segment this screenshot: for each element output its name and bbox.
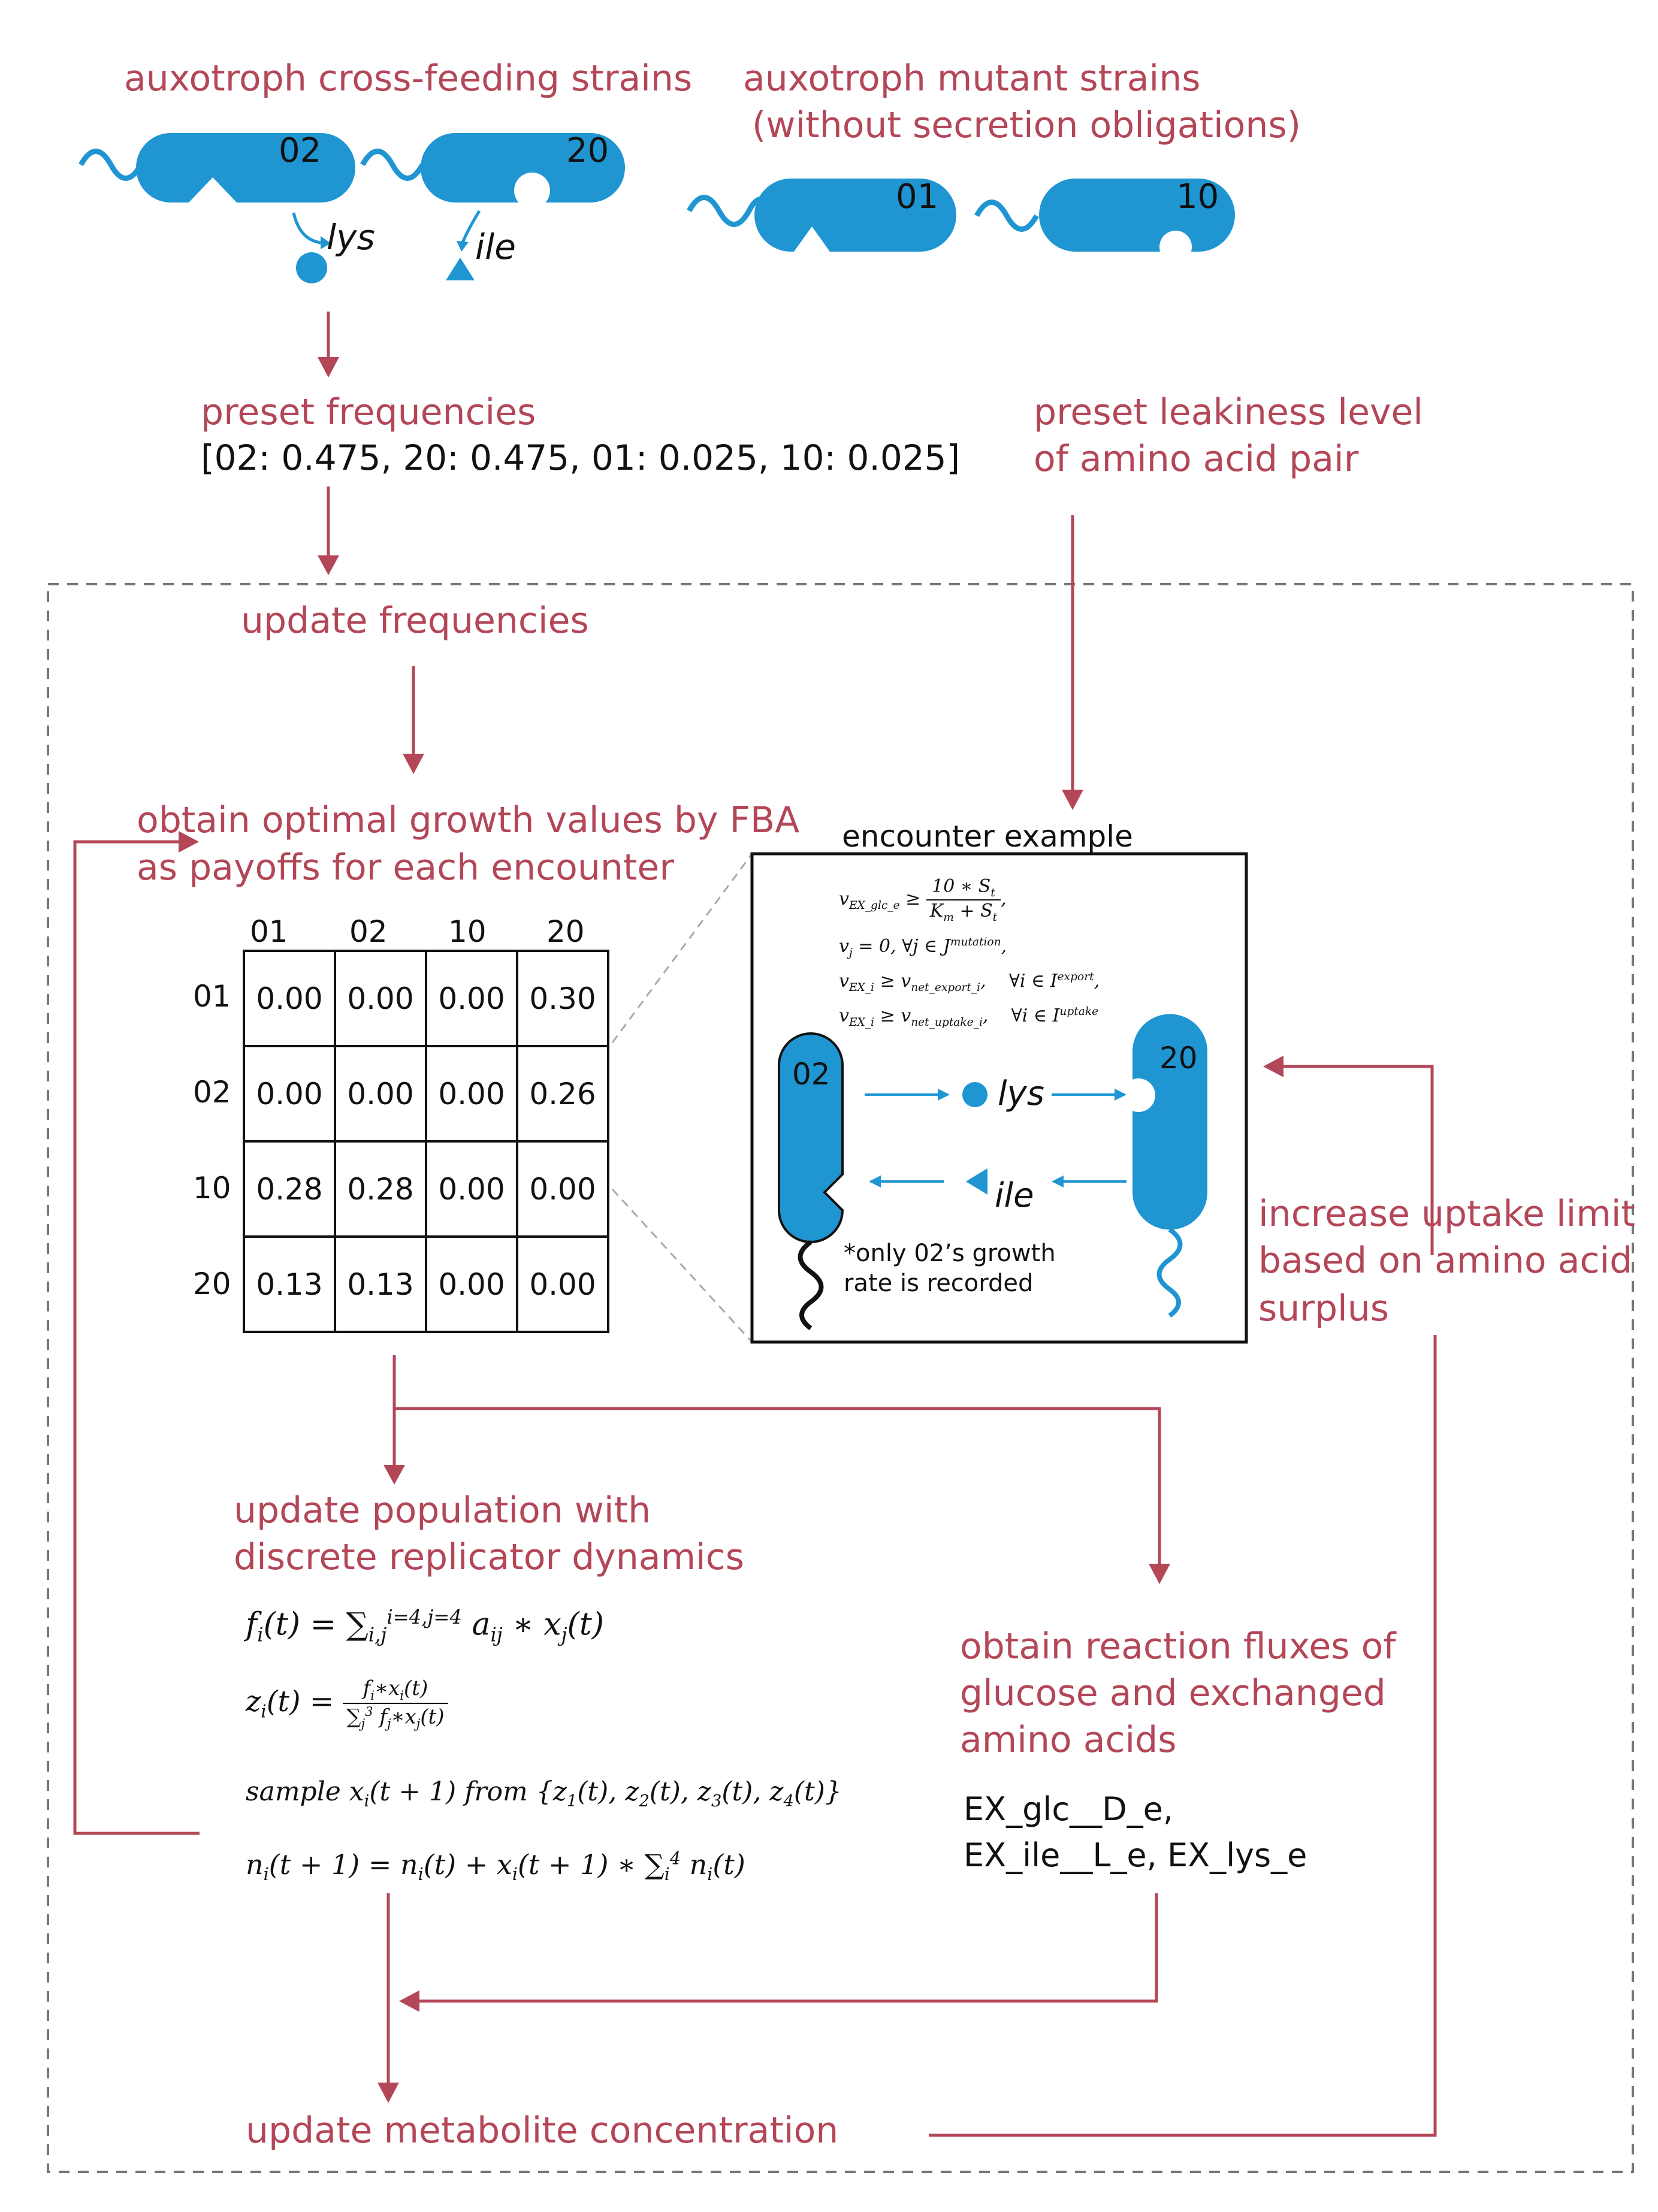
encounter-cell-02 <box>778 1032 844 1331</box>
encounter-constraint-export: vEX_i ≥ vnet_export_i, ∀i ∈ Iexport, <box>839 971 1100 994</box>
fluxes-line2: glucose and exchanged <box>960 1672 1386 1714</box>
payoff-cell: 0.00 <box>516 1235 609 1333</box>
cell-10-top <box>974 179 1235 263</box>
ile-secretion-arrow <box>461 210 481 243</box>
mutant-title-line1: auxotroph mutant strains <box>743 58 1201 99</box>
payoff-cell: 0.00 <box>334 950 427 1047</box>
fba-line2: as payoffs for each encounter <box>137 847 674 889</box>
replicator-line1: update population with <box>234 1489 651 1531</box>
encounter-constraint-uptake: vEX_i ≥ vnet_uptake_i, ∀i ∈ Iuptake <box>839 1005 1099 1029</box>
payoff-cell: 0.30 <box>516 950 609 1047</box>
replicator-eq-fitness: fi(t) = ∑i,ji=4,j=4 aij ∗ xj(t) <box>246 1606 605 1646</box>
replicator-eq-population: ni(t + 1) = ni(t) + xi(t + 1) ∗ ∑i4 ni(t… <box>246 1848 745 1885</box>
encounter-box <box>750 852 1248 1344</box>
replicator-eq-sample: sample xi(t + 1) from {z1(t), z2(t), z3(… <box>246 1776 842 1811</box>
payoff-row: 0.28 0.28 0.00 0.00 <box>243 1140 609 1238</box>
payoff-cell: 0.00 <box>425 1045 518 1143</box>
reaction-ids-line1: EX_glc__D_e, <box>964 1790 1174 1828</box>
strain-20-label: 20 <box>566 131 609 170</box>
lys-molecule-top <box>296 252 327 283</box>
payoff-row: 0.13 0.13 0.00 0.00 <box>243 1235 609 1333</box>
lys-label-top: lys <box>327 217 375 258</box>
lys-secretion-arrow <box>292 212 321 244</box>
ile-label-top: ile <box>475 226 516 267</box>
payoff-row-header: 10 <box>193 1171 231 1205</box>
ile-molecule-top <box>446 258 475 280</box>
encounter-ile-label: ile <box>995 1176 1034 1215</box>
lys-secretion-arrowhead <box>321 236 331 249</box>
mutant-title-line2: (without secretion obligations) <box>752 104 1301 146</box>
ile-secretion-arrowhead <box>457 241 469 252</box>
replicator-line2: discrete replicator dynamics <box>234 1536 744 1578</box>
encounter-note-line2: rate is recorded <box>844 1270 1034 1297</box>
crossfeeding-title: auxotroph cross-feeding strains <box>124 58 693 99</box>
encounter-arrowheads <box>869 1089 1127 1187</box>
payoff-cell: 0.00 <box>243 1045 336 1143</box>
cell-02-top <box>78 133 355 203</box>
loop-boundary <box>47 583 1634 2173</box>
cell-01-top <box>687 179 956 252</box>
payoff-cell: 0.00 <box>334 1045 427 1143</box>
cell-20-top <box>360 133 625 208</box>
reaction-ids-line2: EX_ile__L_e, EX_lys_e <box>964 1836 1307 1874</box>
flow-arrows <box>73 312 1437 2137</box>
payoff-row-header: 20 <box>193 1267 231 1301</box>
encounter-lys-label: lys <box>998 1074 1044 1113</box>
payoff-row: 0.00 0.00 0.00 0.26 <box>243 1045 609 1143</box>
encounter-note-line1: *only 02’s growth <box>844 1240 1056 1267</box>
replicator-eq-z: zi(t) = fi∗xi(t)∑j3 fj∗xj(t) <box>246 1676 448 1731</box>
leakiness-line1: preset leakiness level <box>1034 391 1424 433</box>
leakiness-line2: of amino acid pair <box>1034 438 1359 480</box>
uptake-limit-line1: increase uptake limit <box>1258 1193 1635 1235</box>
payoff-col-header: 20 <box>546 914 585 949</box>
encounter-cell-20 <box>1122 1014 1208 1318</box>
strain-10-label: 10 <box>1176 177 1219 216</box>
payoff-cell: 0.13 <box>243 1235 336 1333</box>
payoff-cell: 0.00 <box>425 1140 518 1238</box>
payoff-cell: 0.13 <box>334 1235 427 1333</box>
uptake-limit-line2: based on amino acid <box>1258 1240 1633 1282</box>
fluxes-line3: amino acids <box>960 1719 1177 1761</box>
encounter-strain-20: 20 <box>1159 1041 1198 1075</box>
flow-arrowheads <box>179 357 1283 2103</box>
update-frequencies-label: update frequencies <box>241 600 589 642</box>
payoff-cell: 0.00 <box>516 1140 609 1238</box>
payoff-row-header: 01 <box>193 979 231 1014</box>
payoff-row: 0.00 0.00 0.00 0.30 <box>243 950 609 1047</box>
strain-01-label: 01 <box>896 177 939 216</box>
lys-molecule-encounter <box>962 1082 987 1107</box>
encounter-title: encounter example <box>842 819 1133 854</box>
preset-frequencies-title: preset frequencies <box>201 391 536 433</box>
encounter-strain-02: 02 <box>792 1057 830 1092</box>
payoff-cell: 0.00 <box>243 950 336 1047</box>
payoff-col-header: 02 <box>349 914 388 949</box>
payoff-col-header: 10 <box>448 914 487 949</box>
fluxes-line1: obtain reaction fluxes of <box>960 1625 1396 1667</box>
update-metabolite-label: update metabolite concentration <box>246 2110 839 2151</box>
encounter-arrows <box>865 1093 1127 1183</box>
payoff-row-header: 02 <box>193 1075 231 1110</box>
payoff-cell: 0.28 <box>334 1140 427 1238</box>
uptake-limit-line3: surplus <box>1258 1288 1389 1329</box>
strain-02-label: 02 <box>279 131 322 170</box>
fba-line1: obtain optimal growth values by FBA <box>137 799 800 841</box>
encounter-constraint-mutation: vj = 0, ∀j ∈ Jmutation, <box>839 936 1007 959</box>
preset-frequencies-values: [02: 0.475, 20: 0.475, 01: 0.025, 10: 0.… <box>201 437 961 478</box>
ile-molecule-encounter <box>966 1168 987 1195</box>
payoff-col-header: 01 <box>250 914 288 949</box>
payoff-cell: 0.00 <box>425 1235 518 1333</box>
payoff-matrix: 0.00 0.00 0.00 0.30 0.00 0.00 0.00 0.26 … <box>243 950 609 1333</box>
payoff-cell: 0.26 <box>516 1045 609 1143</box>
payoff-cell: 0.28 <box>243 1140 336 1238</box>
payoff-cell: 0.00 <box>425 950 518 1047</box>
zoom-connectors <box>611 853 753 1343</box>
